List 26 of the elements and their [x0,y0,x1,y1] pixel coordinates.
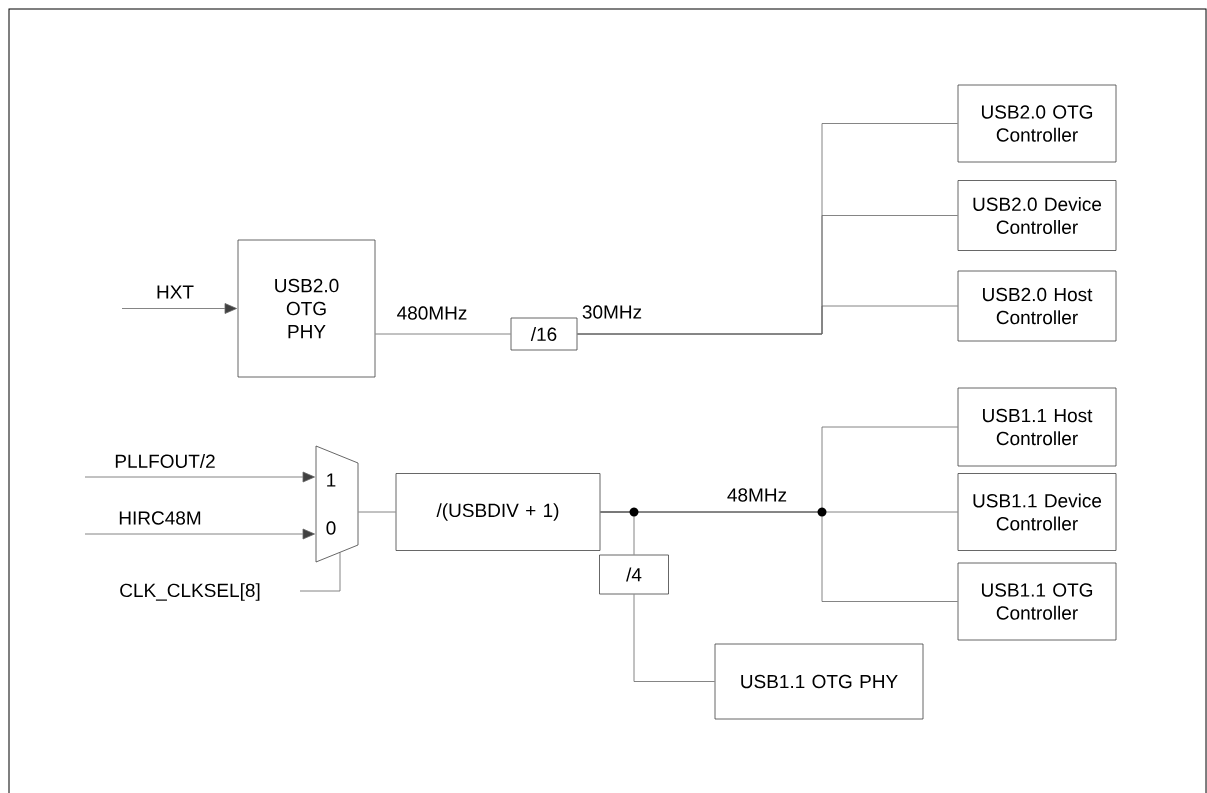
edge-label: 48MHz [725,487,789,503]
edge-label: HIRC48M [117,510,203,526]
controller-box: USB1.1 Host Controller [957,387,1117,467]
controller-box: USB2.0 OTG Controller [957,84,1117,163]
controller-box: USB1.1 Device Controller [957,473,1117,551]
connector-line [577,305,958,335]
edge-label: CLK_CLKSEL[8] [118,582,262,602]
edge-label: 480MHz [395,305,469,321]
input-number: 0 [326,521,336,535]
controller-box: USB1.1 OTG Controller [957,562,1117,641]
controller-box: USB2.0 Host Controller [957,270,1117,342]
arrow [84,471,315,483]
edge-label: PLLFOUT/2 [113,453,217,469]
input-number: 1 [327,473,336,487]
connector-line [299,552,341,592]
arrow [84,528,315,540]
connector-line [600,511,635,555]
edge-label: 30MHz [580,304,644,320]
controller-box: USB2.0 Device Controller [957,180,1117,251]
phy-box: USB1.1 OTG PHY [714,643,924,720]
connector-line [375,333,511,335]
phy-box: USB2.0 OTG PHY [237,239,376,378]
arrow [121,303,237,314]
connector-line [633,594,715,682]
edge-label: HXT [155,284,195,300]
connector-line [358,511,396,513]
